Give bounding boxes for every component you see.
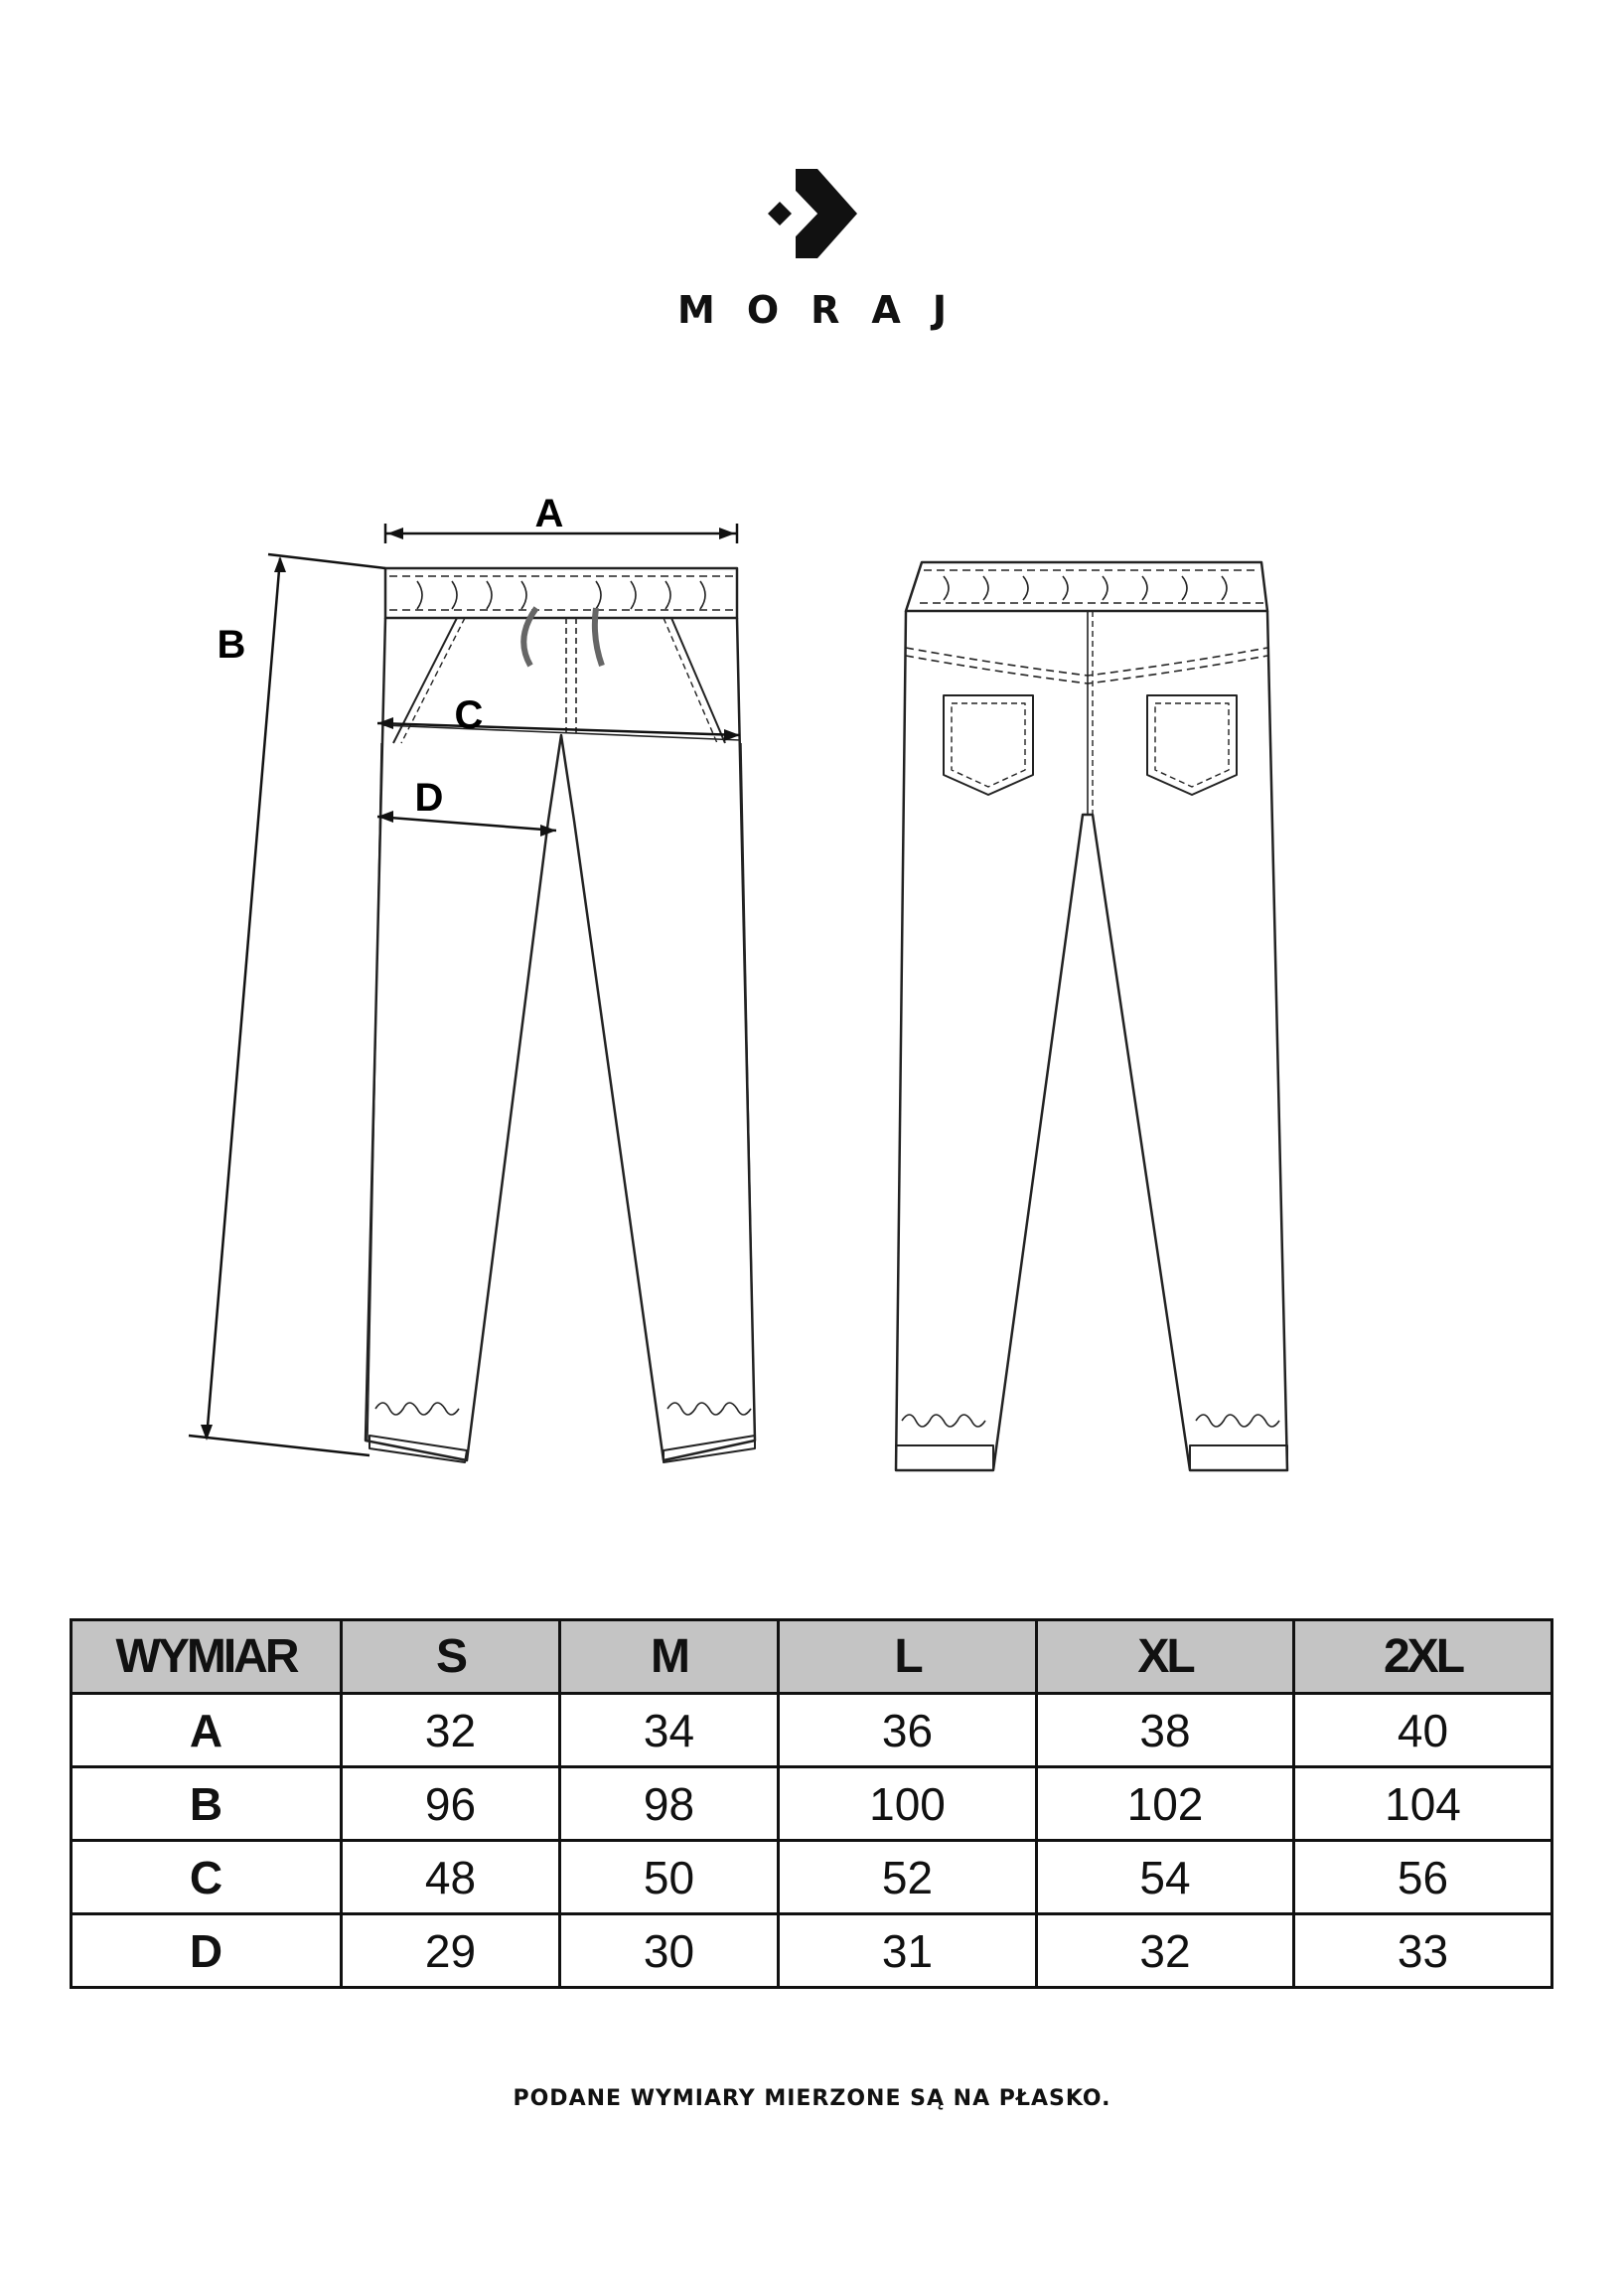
table-row: C 48 50 52 54 56 xyxy=(70,1839,1553,1915)
brand-name: MORAJ xyxy=(677,288,978,332)
table-cell: 38 xyxy=(1035,1692,1295,1768)
header-size-xl: XL xyxy=(1035,1618,1295,1695)
table-row: B 96 98 100 102 104 xyxy=(70,1765,1553,1842)
table-cell: 32 xyxy=(340,1692,561,1768)
table-cell: 33 xyxy=(1292,1912,1553,1989)
row-label: A xyxy=(70,1692,343,1768)
table-cell: 54 xyxy=(1035,1839,1295,1915)
table-cell: 31 xyxy=(777,1912,1038,1989)
dimension-label-c: C xyxy=(455,693,484,737)
pants-diagram: A B C D xyxy=(188,492,1289,1472)
pants-front-view xyxy=(364,566,757,1463)
table-cell: 52 xyxy=(777,1839,1038,1915)
table-cell: 34 xyxy=(558,1692,780,1768)
header-size-2xl: 2XL xyxy=(1292,1618,1553,1695)
table-cell: 96 xyxy=(340,1765,561,1842)
table-header-row: WYMIAR S M L XL 2XL xyxy=(70,1618,1553,1695)
size-table: WYMIAR S M L XL 2XL A 32 34 36 38 40 B 9… xyxy=(70,1618,1553,1989)
moraj-chevron-logo-icon xyxy=(767,169,857,258)
table-cell: 104 xyxy=(1292,1765,1553,1842)
table-row: D 29 30 31 32 33 xyxy=(70,1912,1553,1989)
header-measurement: WYMIAR xyxy=(70,1618,343,1695)
dimension-lines xyxy=(188,524,741,1457)
dimension-label-b: B xyxy=(218,623,246,667)
table-cell: 100 xyxy=(777,1765,1038,1842)
table-cell: 48 xyxy=(340,1839,561,1915)
row-label: B xyxy=(70,1765,343,1842)
table-cell: 102 xyxy=(1035,1765,1295,1842)
table-cell: 98 xyxy=(558,1765,780,1842)
header-size-l: L xyxy=(777,1618,1038,1695)
header-size-m: M xyxy=(558,1618,780,1695)
measurement-note: PODANE WYMIARY MIERZONE SĄ NA PŁASKO. xyxy=(513,2086,1111,2111)
table-cell: 30 xyxy=(558,1912,780,1989)
table-cell: 29 xyxy=(340,1912,561,1989)
table-cell: 50 xyxy=(558,1839,780,1915)
brand-logo xyxy=(0,169,1624,258)
table-cell: 56 xyxy=(1292,1839,1553,1915)
table-cell: 36 xyxy=(777,1692,1038,1768)
row-label: C xyxy=(70,1839,343,1915)
pants-back-view xyxy=(894,560,1289,1472)
dimension-label-d: D xyxy=(415,776,444,820)
table-row: A 32 34 36 38 40 xyxy=(70,1692,1553,1768)
table-cell: 32 xyxy=(1035,1912,1295,1989)
row-label: D xyxy=(70,1912,343,1989)
table-cell: 40 xyxy=(1292,1692,1553,1768)
header-size-s: S xyxy=(340,1618,561,1695)
dimension-label-a: A xyxy=(535,492,564,535)
